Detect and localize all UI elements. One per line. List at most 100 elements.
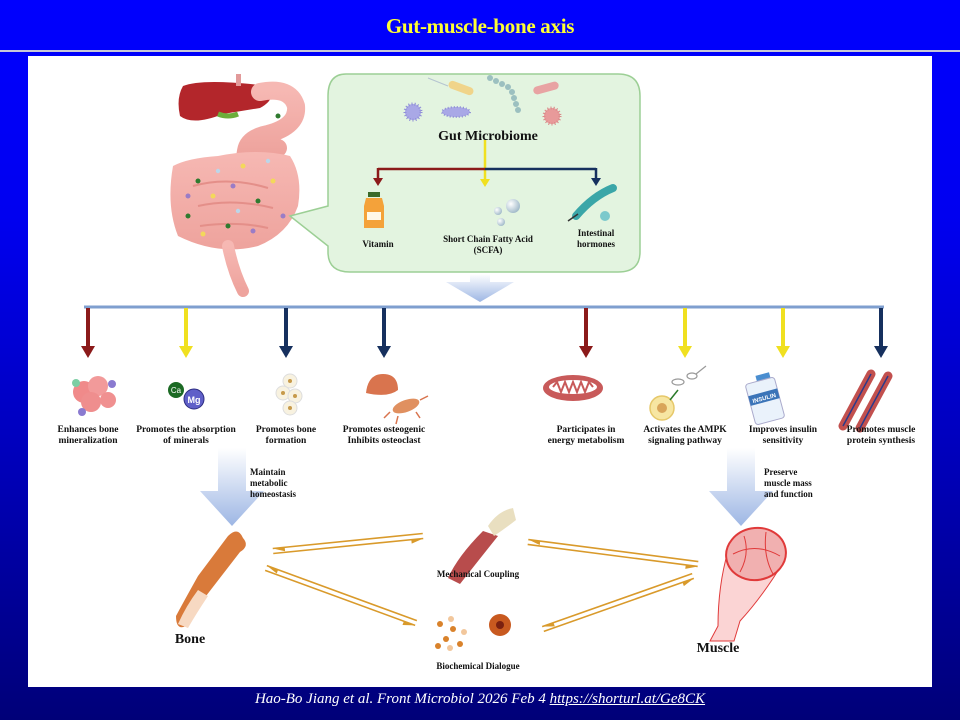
flow-arrow-down (446, 274, 514, 302)
citation-footer: Hao-Bo Jiang et al. Front Microbiol 2026… (0, 687, 960, 711)
biochemical-muscle-arrow-line (543, 577, 695, 633)
effect-arrow-head (81, 346, 95, 358)
bone-cells-icon (72, 376, 116, 416)
effect-arrow-head (579, 346, 593, 358)
effect-arrow-head (279, 346, 293, 358)
effect-label-line1: Promotes bone (255, 425, 317, 435)
effect-label-line2: formation (265, 436, 307, 446)
calcium-label: Ca (171, 386, 182, 395)
effect-label-line1: Participates in (556, 425, 616, 435)
bone-biochemical-arrow-head (266, 565, 279, 574)
effect-arrows (81, 308, 888, 358)
effect-arrow-head (377, 346, 391, 358)
effect-label-line2: energy metabolism (547, 436, 625, 446)
diagram-canvas: Ca Mg (72, 73, 893, 651)
bone-arrow-line2: metabolic (250, 478, 288, 488)
effect-label-line2: protein synthesis (846, 436, 916, 446)
bone-mechanical-arrow-head (272, 547, 286, 552)
ca-mg-icon: Ca Mg (168, 382, 205, 410)
citation-link[interactable]: https://shorturl.at/Ge8CK (549, 691, 706, 707)
effect-label-line2: mineralization (58, 436, 118, 446)
title-divider (0, 50, 960, 52)
product-scfa-line2: (SCFA) (473, 245, 503, 255)
effect-label-line1: Promotes osteogenic (342, 425, 426, 435)
muscle-fiber-icon (838, 369, 893, 433)
diagram-panel: Ca Mg (28, 56, 932, 687)
effect-label-line2: Inhibits osteoclast (347, 436, 421, 446)
biochemical-dialogue-label: Biochemical Dialogue (436, 661, 520, 671)
effect-label-line2: signaling pathway (648, 436, 722, 446)
effect-label-line1: Enhances bone (57, 425, 119, 435)
muscle-arrow-label: Preserve muscle mass and function (764, 467, 854, 500)
mitochondrion-icon (543, 375, 603, 401)
mechanical-muscle-arrow-line (528, 538, 699, 563)
osteoclast-icon (366, 374, 429, 425)
mechanical-muscle-arrow-line (527, 543, 698, 568)
droplets-icon (494, 199, 520, 226)
citation-text: Hao-Bo Jiang et al. Front Microbiol 2026… (254, 691, 550, 707)
bone-biochemical-arrow-line (264, 569, 416, 627)
juice-bottle-icon (364, 192, 384, 228)
bone-mechanical-arrow-line (273, 537, 424, 555)
ampk-receptor-icon (649, 365, 707, 421)
bone-biochemical-arrow-head (402, 621, 416, 626)
mechanical-coupling-label: Mechanical Coupling (436, 569, 520, 579)
effect-label-line2: sensitivity (762, 436, 804, 446)
digestive-system-icon (170, 74, 306, 297)
bone-icon (176, 531, 246, 628)
biochemical-muscle-arrow-head (542, 622, 555, 627)
bone-biochemical-arrow-line (266, 564, 418, 622)
biochemical-muscle-arrow-head (682, 578, 694, 587)
product-scfa-label: Short Chain Fatty Acid (SCFA) (423, 234, 553, 256)
product-vitamin-label: Vitamin (362, 239, 394, 249)
biochemical-dialogue-icon (435, 614, 511, 651)
muscle-icon (709, 526, 787, 642)
bone-mechanical-arrow-line (272, 532, 423, 550)
muscle-outcome-arrow (709, 448, 773, 526)
effect-arrow-head (179, 346, 193, 358)
product-hormones-line2: hormones (577, 239, 615, 249)
osteoblast-icon (275, 373, 303, 416)
hormone-icon (567, 184, 617, 222)
effect-arrow-head (678, 346, 692, 358)
insulin-vial-icon: INSULIN (745, 372, 785, 425)
gut-microbiome-label: Gut Microbiome (438, 129, 538, 144)
mechanical-muscle-arrow-head (685, 564, 698, 569)
effect-label-line1: Improves insulin (748, 425, 818, 435)
effect-label-line1: Promotes the absorption (136, 425, 236, 435)
bone-label: Bone (174, 632, 206, 647)
muscle-arrow-line2: muscle mass (764, 478, 812, 488)
effect-arrow-head (874, 346, 888, 358)
effect-label-line2: of minerals (163, 436, 209, 446)
product-hormones-label: Intestinal hormones (561, 228, 631, 250)
effect-label-line1: Activates the AMPK (643, 425, 727, 435)
magnesium-label: Mg (188, 395, 201, 405)
bacteria-icon (403, 75, 562, 126)
effect-label-line1: Promotes muscle (846, 425, 916, 435)
mechanical-coupling-icon (448, 508, 516, 584)
slide-title: Gut-muscle-bone axis (385, 14, 575, 38)
muscle-arrow-line3: and function (764, 489, 813, 499)
product-scfa-line1: Short Chain Fatty Acid (443, 234, 533, 244)
bone-outcome-arrow (200, 448, 264, 526)
microbiome-distribution-arrows (373, 140, 601, 187)
muscle-label: Muscle (696, 641, 740, 656)
bone-arrow-line3: homeostasis (250, 489, 297, 499)
product-hormones-line1: Intestinal (577, 228, 615, 238)
bidirectional-arrows (264, 532, 699, 633)
bone-arrow-label: Maintain metabolic homeostasis (250, 467, 330, 500)
biochemical-muscle-arrow-line (541, 572, 693, 628)
effect-arrow-head (776, 346, 790, 358)
mechanical-muscle-arrow-head (528, 539, 541, 546)
bone-arrow-line1: Maintain (250, 467, 286, 477)
muscle-arrow-line1: Preserve (764, 467, 798, 477)
bone-mechanical-arrow-head (411, 538, 424, 544)
